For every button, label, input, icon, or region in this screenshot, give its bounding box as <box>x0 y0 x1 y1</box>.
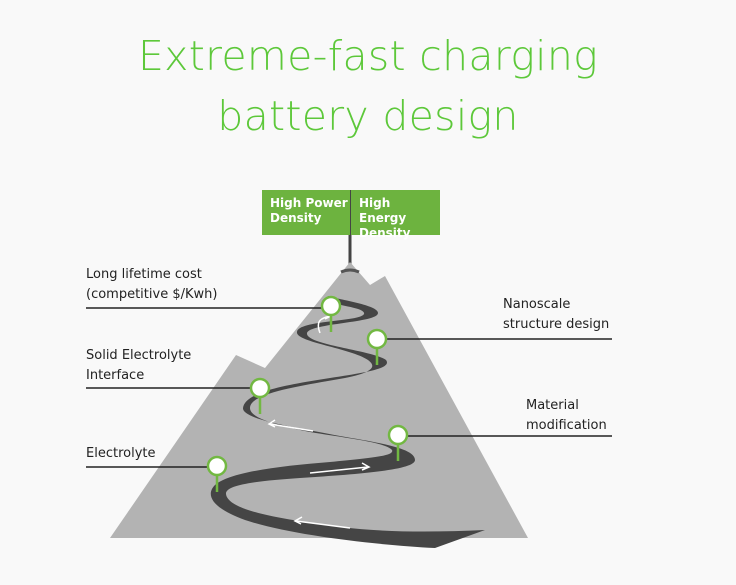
pin-head <box>387 424 409 446</box>
pin-head <box>249 377 271 399</box>
label-line: Electrolyte <box>86 446 156 461</box>
pin-head <box>206 455 228 477</box>
milestone-pin-long-lifetime <box>320 295 342 332</box>
label-electrolyte: Electrolyte <box>86 444 155 464</box>
flag-high-power-density: High Power Density <box>262 190 350 235</box>
pin-head <box>366 328 388 350</box>
title-line-1: Extreme-fast charging <box>137 32 599 80</box>
pin-head <box>320 295 342 317</box>
label-material-modification: Material modification <box>526 396 607 436</box>
arrow-icon <box>267 419 314 432</box>
flag-high-energy-density: High Energy Density <box>351 190 440 240</box>
flag-right-line1: High Energy <box>359 196 407 225</box>
flag-right-line2: Density <box>359 226 411 240</box>
flag-left-line2: Density <box>270 211 322 225</box>
label-line: structure design <box>503 317 610 332</box>
arrow-icon <box>309 462 371 474</box>
milestone-pins <box>206 295 409 492</box>
label-line: modification <box>526 418 607 433</box>
milestone-pin-nanoscale <box>366 328 388 365</box>
arrow-icon <box>293 516 351 529</box>
milestone-pin-material <box>387 424 409 461</box>
label-line: Nanoscale <box>503 297 571 312</box>
title-line-2: battery design <box>217 92 519 140</box>
milestone-pin-sei <box>249 377 271 414</box>
summit-band <box>340 268 360 274</box>
flag-left-line1: High Power <box>270 196 348 210</box>
label-nanoscale-structure-design: Nanoscale structure design <box>503 295 609 335</box>
label-line: Long lifetime cost <box>86 267 202 282</box>
label-solid-electrolyte-interface: Solid Electrolyte Interface <box>86 346 191 386</box>
label-line: Solid Electrolyte <box>86 348 192 363</box>
label-line: Material <box>526 398 579 413</box>
leader-lines <box>86 307 612 468</box>
label-line: Interface <box>86 368 145 383</box>
milestone-pin-electrolyte <box>206 455 228 492</box>
label-long-lifetime-cost: Long lifetime cost (competitive $/Kwh) <box>86 265 217 305</box>
label-line: (competitive $/Kwh) <box>86 287 218 302</box>
